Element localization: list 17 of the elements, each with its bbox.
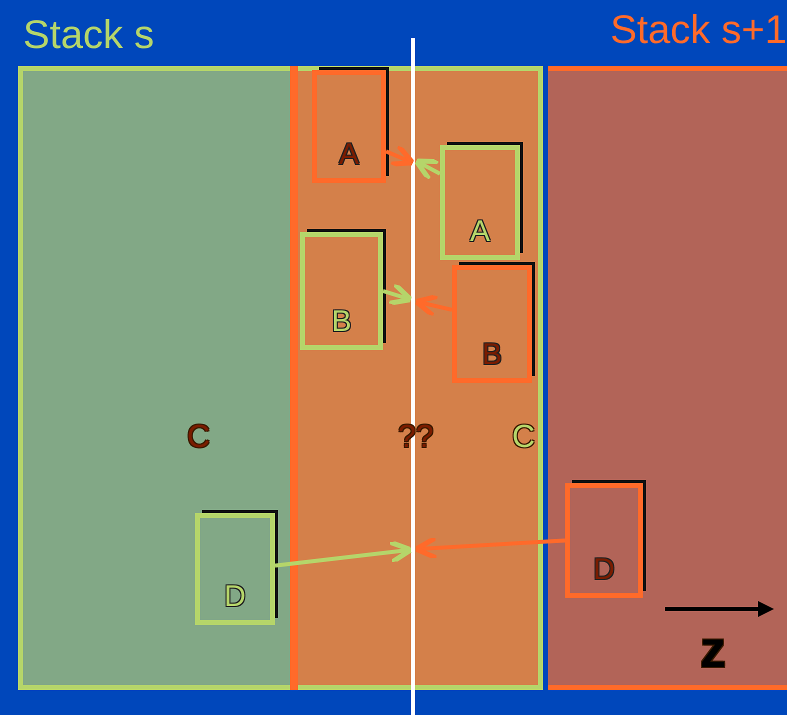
arrow [414, 158, 442, 182]
arrow [414, 294, 452, 318]
axis-label: z [700, 624, 726, 676]
letter-box: A [440, 145, 520, 260]
letter-box: B [452, 265, 532, 383]
stack-heading: Stack s+1 [610, 8, 787, 53]
arrow [382, 282, 414, 306]
cross-section-label: C [187, 420, 210, 452]
arrow [274, 540, 414, 568]
letter-box: D [195, 513, 275, 625]
stack-heading: Stack s [23, 13, 154, 58]
letter-box: B [300, 232, 383, 350]
letter-box: D [565, 483, 643, 598]
arrow [385, 143, 416, 167]
cross-section-label: C [512, 420, 536, 452]
letter-box: A [312, 70, 386, 183]
arrow [414, 535, 566, 560]
